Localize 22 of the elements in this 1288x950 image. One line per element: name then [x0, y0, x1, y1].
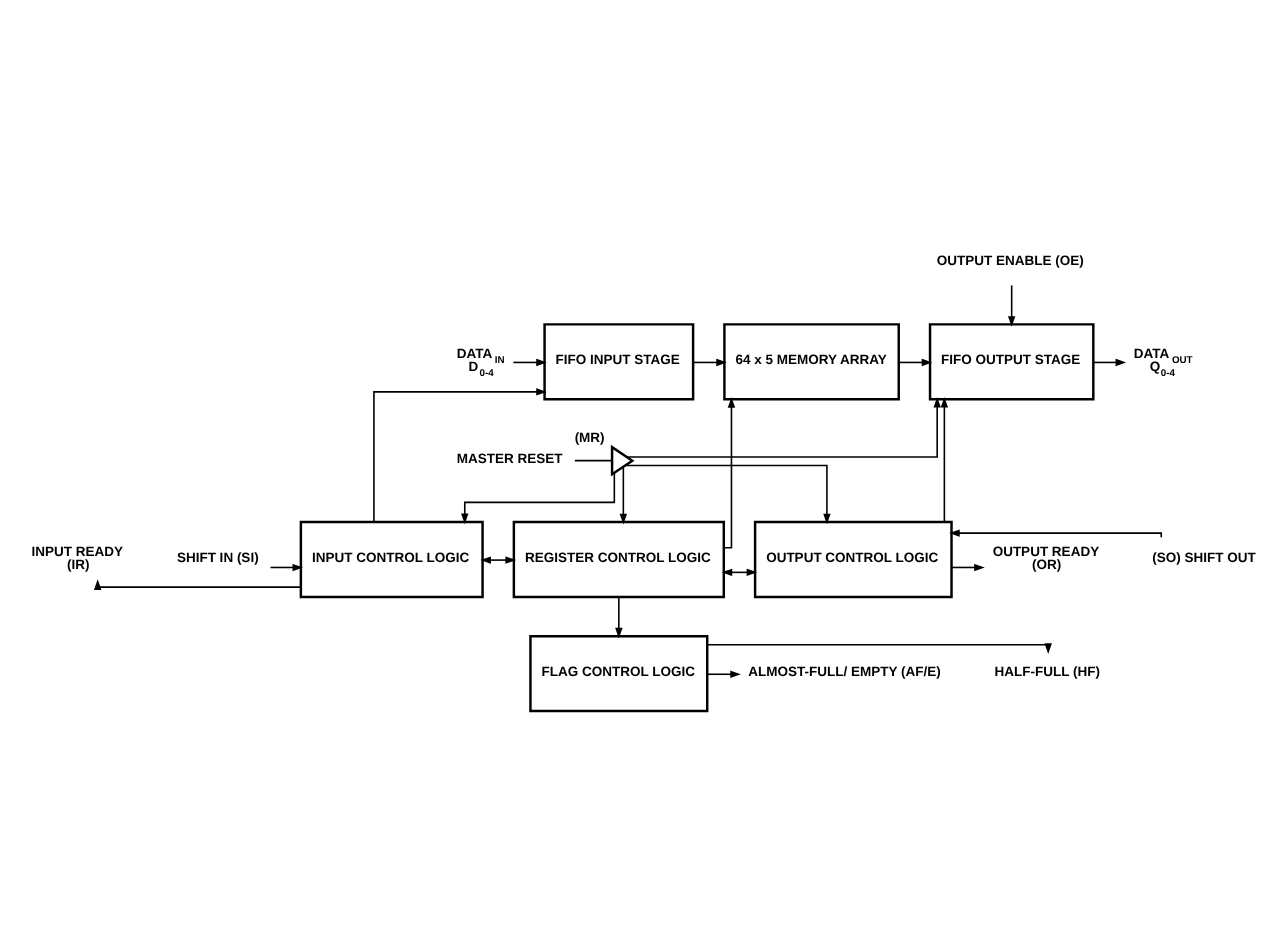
- arrow: [706, 642, 1052, 653]
- arrow: [723, 396, 736, 548]
- connector: [574, 458, 613, 461]
- arrow: [512, 357, 547, 366]
- arrow: [951, 562, 985, 571]
- arrow: [461, 471, 616, 524]
- arrow: [619, 465, 628, 524]
- arrow: [1007, 283, 1016, 326]
- arrow: [373, 387, 547, 522]
- arrow: [1092, 357, 1127, 366]
- node-triangle: [610, 443, 635, 476]
- arrow: [94, 578, 302, 589]
- arrow: [940, 395, 949, 522]
- arrow: [480, 555, 516, 563]
- arrow: [949, 528, 1163, 537]
- arrow: [624, 463, 831, 524]
- arrow: [897, 357, 933, 366]
- arrow: [626, 396, 941, 457]
- arrow: [615, 595, 623, 638]
- arrow: [692, 357, 727, 366]
- arrow: [706, 669, 741, 677]
- arrow: [269, 562, 304, 571]
